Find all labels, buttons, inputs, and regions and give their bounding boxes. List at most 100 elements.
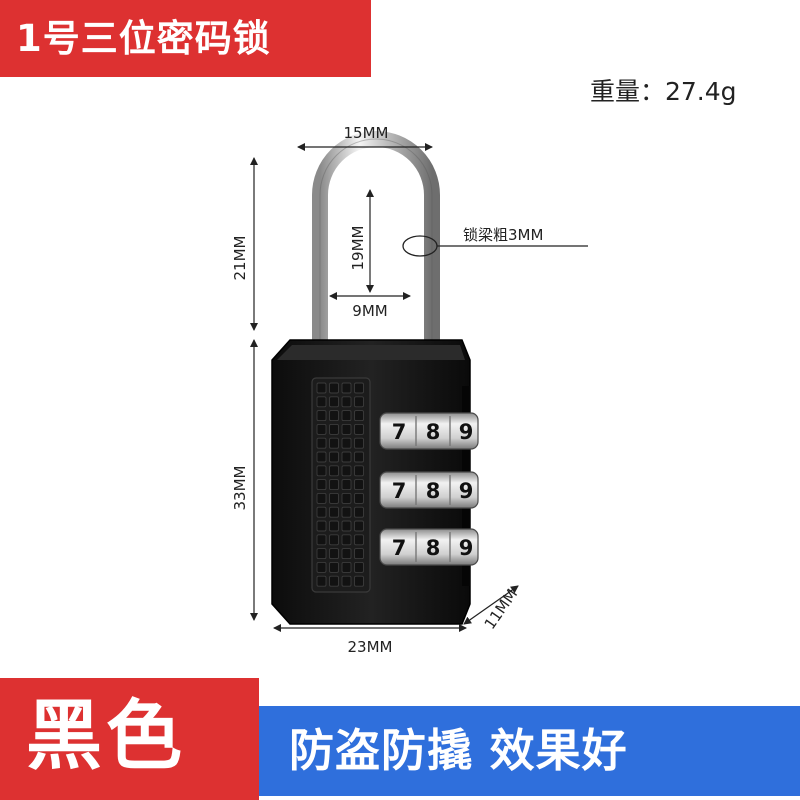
grip-cell bbox=[316, 534, 327, 546]
grip-cell bbox=[341, 561, 352, 573]
dial-digit: 8 bbox=[426, 420, 441, 444]
grip-cell bbox=[341, 451, 352, 463]
grip-cell bbox=[329, 534, 339, 546]
grip-cell bbox=[354, 396, 364, 408]
dim-shackle-inner-width: 9MM bbox=[329, 292, 411, 320]
dial-wheel[interactable] bbox=[379, 471, 479, 509]
grip-panel bbox=[311, 377, 371, 593]
dim-label-shackle-height: 21MM bbox=[231, 236, 249, 281]
grip-cell bbox=[329, 437, 339, 449]
grip-cell bbox=[341, 520, 352, 532]
grip-cell bbox=[341, 410, 352, 422]
grip-cell bbox=[354, 506, 364, 518]
grip-cell bbox=[354, 561, 364, 573]
grip-cell bbox=[329, 479, 339, 491]
grip-texture bbox=[316, 382, 364, 587]
grip-cell bbox=[341, 548, 352, 560]
grip-cell bbox=[316, 437, 327, 449]
grip-cell bbox=[316, 382, 327, 394]
grip-cell bbox=[316, 506, 327, 518]
grip-cell bbox=[316, 451, 327, 463]
dim-shackle-height: 21MM bbox=[231, 157, 258, 331]
dim-body-width: 23MM bbox=[273, 624, 467, 656]
dim-label-body-height: 33MM bbox=[231, 466, 249, 511]
grip-cell bbox=[316, 396, 327, 408]
grip-cell bbox=[341, 492, 352, 504]
color-tag: 黑色 bbox=[0, 678, 259, 800]
grip-cell bbox=[316, 479, 327, 491]
dial-digit: 7 bbox=[392, 420, 407, 444]
grip-cell bbox=[341, 423, 352, 435]
product-title: 1号三位密码锁 bbox=[16, 17, 271, 60]
grip-cell bbox=[341, 465, 352, 477]
grip-cell bbox=[316, 492, 327, 504]
grip-cell bbox=[354, 492, 364, 504]
grip-cell bbox=[316, 423, 327, 435]
grip-cell bbox=[341, 382, 352, 394]
grip-cell bbox=[329, 548, 339, 560]
grip-cell bbox=[329, 451, 339, 463]
grip-cell bbox=[341, 506, 352, 518]
grip-cell bbox=[354, 451, 364, 463]
dial-digit: 9 bbox=[459, 479, 474, 503]
dim-label-body-width: 23MM bbox=[348, 638, 393, 656]
grip-cell bbox=[354, 382, 364, 394]
dial-digit: 7 bbox=[392, 536, 407, 560]
grip-cell bbox=[354, 575, 364, 587]
grip-cell bbox=[316, 520, 327, 532]
dial-digit: 8 bbox=[426, 479, 441, 503]
grip-cell bbox=[354, 437, 364, 449]
grip-cell bbox=[341, 479, 352, 491]
dial-digit: 9 bbox=[459, 536, 474, 560]
grip-cell bbox=[329, 423, 339, 435]
grip-cell bbox=[329, 396, 339, 408]
grip-cell bbox=[329, 465, 339, 477]
grip-cell bbox=[329, 382, 339, 394]
grip-cell bbox=[316, 561, 327, 573]
grip-cell bbox=[316, 548, 327, 560]
grip-cell bbox=[354, 548, 364, 560]
grip-cell bbox=[329, 575, 339, 587]
grip-cell bbox=[329, 506, 339, 518]
dim-label-shackle-inner-width: 9MM bbox=[352, 302, 387, 320]
dim-shackle-inner-height: 19MM bbox=[349, 189, 374, 293]
grip-cell bbox=[329, 410, 339, 422]
slogan-banner: 防盗防撬 效果好 bbox=[259, 706, 800, 796]
dial-digit: 9 bbox=[459, 420, 474, 444]
dim-label-body-depth: 11MM bbox=[481, 586, 522, 633]
grip-cell bbox=[341, 575, 352, 587]
weight-spec: 重量：27.4g bbox=[590, 77, 737, 106]
grip-cell bbox=[354, 479, 364, 491]
grip-cell bbox=[316, 410, 327, 422]
grip-cell bbox=[354, 410, 364, 422]
grip-cell bbox=[316, 465, 327, 477]
footer-bar: 黑色 防盗防撬 效果好 bbox=[0, 678, 800, 800]
grip-cell bbox=[341, 396, 352, 408]
dim-label-shackle-width: 15MM bbox=[344, 124, 389, 142]
dial-digit: 8 bbox=[426, 536, 441, 560]
grip-cell bbox=[329, 520, 339, 532]
dim-shackle-width: 15MM bbox=[297, 124, 433, 151]
dial-wheel[interactable] bbox=[379, 528, 479, 566]
grip-cell bbox=[329, 492, 339, 504]
grip-cell bbox=[354, 534, 364, 546]
dim-label-shackle-inner-height: 19MM bbox=[349, 226, 367, 271]
grip-cell bbox=[329, 561, 339, 573]
grip-cell bbox=[316, 575, 327, 587]
grip-cell bbox=[354, 465, 364, 477]
grip-cell bbox=[341, 437, 352, 449]
grip-cell bbox=[354, 520, 364, 532]
dim-body-height: 33MM bbox=[231, 339, 258, 621]
grip-cell bbox=[341, 534, 352, 546]
dim-shackle-thickness: 锁梁粗3MM bbox=[402, 226, 588, 257]
dim-label-shackle-thickness: 锁梁粗3MM bbox=[463, 226, 543, 244]
shackle bbox=[312, 131, 440, 345]
dial-wheel[interactable] bbox=[379, 412, 479, 450]
title-banner: 1号三位密码锁 bbox=[0, 0, 371, 77]
grip-cell bbox=[354, 423, 364, 435]
